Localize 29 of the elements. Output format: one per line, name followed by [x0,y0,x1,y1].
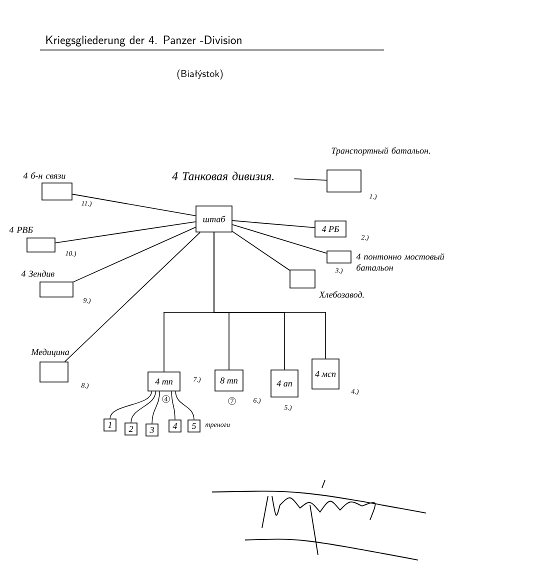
node-label: Транспортный батальон. [332,147,430,156]
connector-line [232,220,315,228]
connector-line [64,232,200,362]
connector-line [175,391,194,420]
connector-line [130,391,156,423]
connector-line [294,178,327,181]
unit-box: 2 [124,422,138,436]
connector-line [232,224,327,254]
node-label: Хлебозавод. [318,291,364,298]
unit-box: 1 [104,418,116,432]
unit-text: 4 Танковая дивизия. [172,172,274,180]
node-label: Медицина [31,348,70,357]
unit-box: 4 [168,420,182,432]
connector-line [72,194,196,216]
connector-line [110,391,152,419]
subtitle: (Białýstok) [177,69,223,80]
connector-line [214,232,326,359]
unit-box: штаб [196,206,232,232]
connector-line [232,231,290,271]
node-label: 4 понтонно мостовый батальон [356,253,444,271]
connector-line [73,226,196,282]
node-label: 4 Зендив [21,270,54,277]
unit-box: 3 [146,424,158,436]
connector-line [171,391,176,420]
node-label: 4 РВБ [9,226,33,233]
node-label: 4 б-н связи [23,172,66,179]
connector-line [55,221,196,244]
connector-line [152,391,160,424]
title: Kriegsgliederung der 4. Panzer -Division [46,36,242,46]
